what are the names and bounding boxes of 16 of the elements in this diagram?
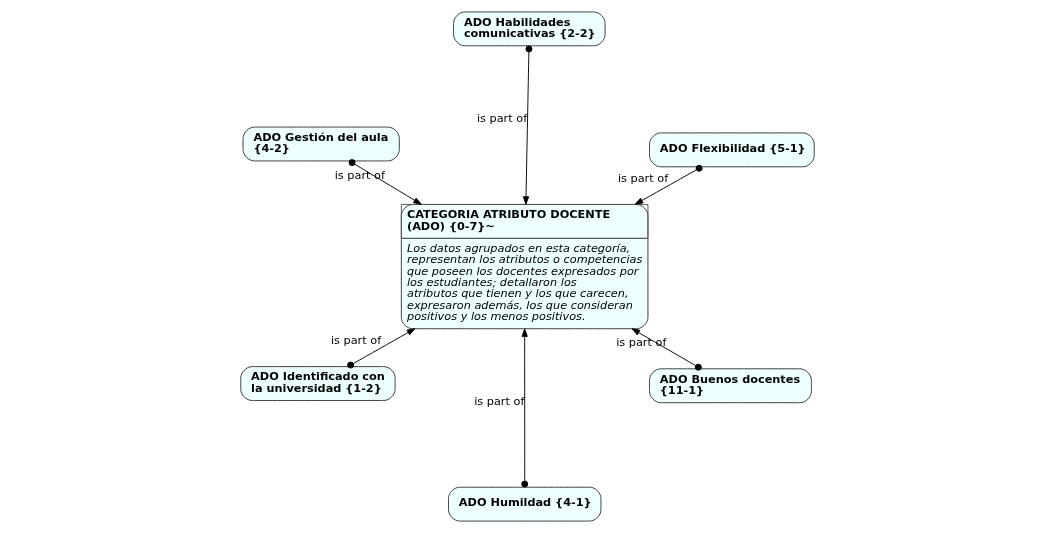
arrow bbox=[634, 164, 703, 205]
node-box: ADO Flexibilidad {5-1} bbox=[649, 132, 815, 168]
node-box: ADO Gestión del aula {4-2} bbox=[242, 126, 400, 162]
node-box: ADO Humildad {4-1} bbox=[448, 486, 602, 522]
arrow bbox=[347, 328, 416, 369]
edge-label: is part of bbox=[617, 172, 669, 186]
edge-label: is part of bbox=[616, 335, 667, 349]
node-box: ADO Habilidades comunicativas {2-2} bbox=[453, 11, 606, 47]
arrow bbox=[521, 328, 529, 488]
node-box: ADO Buenos docentes {11-1} bbox=[649, 368, 812, 404]
edge-label: is part of bbox=[330, 334, 382, 348]
arrow bbox=[348, 159, 422, 205]
arrow bbox=[631, 328, 702, 371]
arrow bbox=[522, 45, 533, 205]
edge-label: is part of bbox=[334, 169, 385, 183]
node-box: ADO Identificado con la universidad {1-2} bbox=[240, 366, 396, 401]
